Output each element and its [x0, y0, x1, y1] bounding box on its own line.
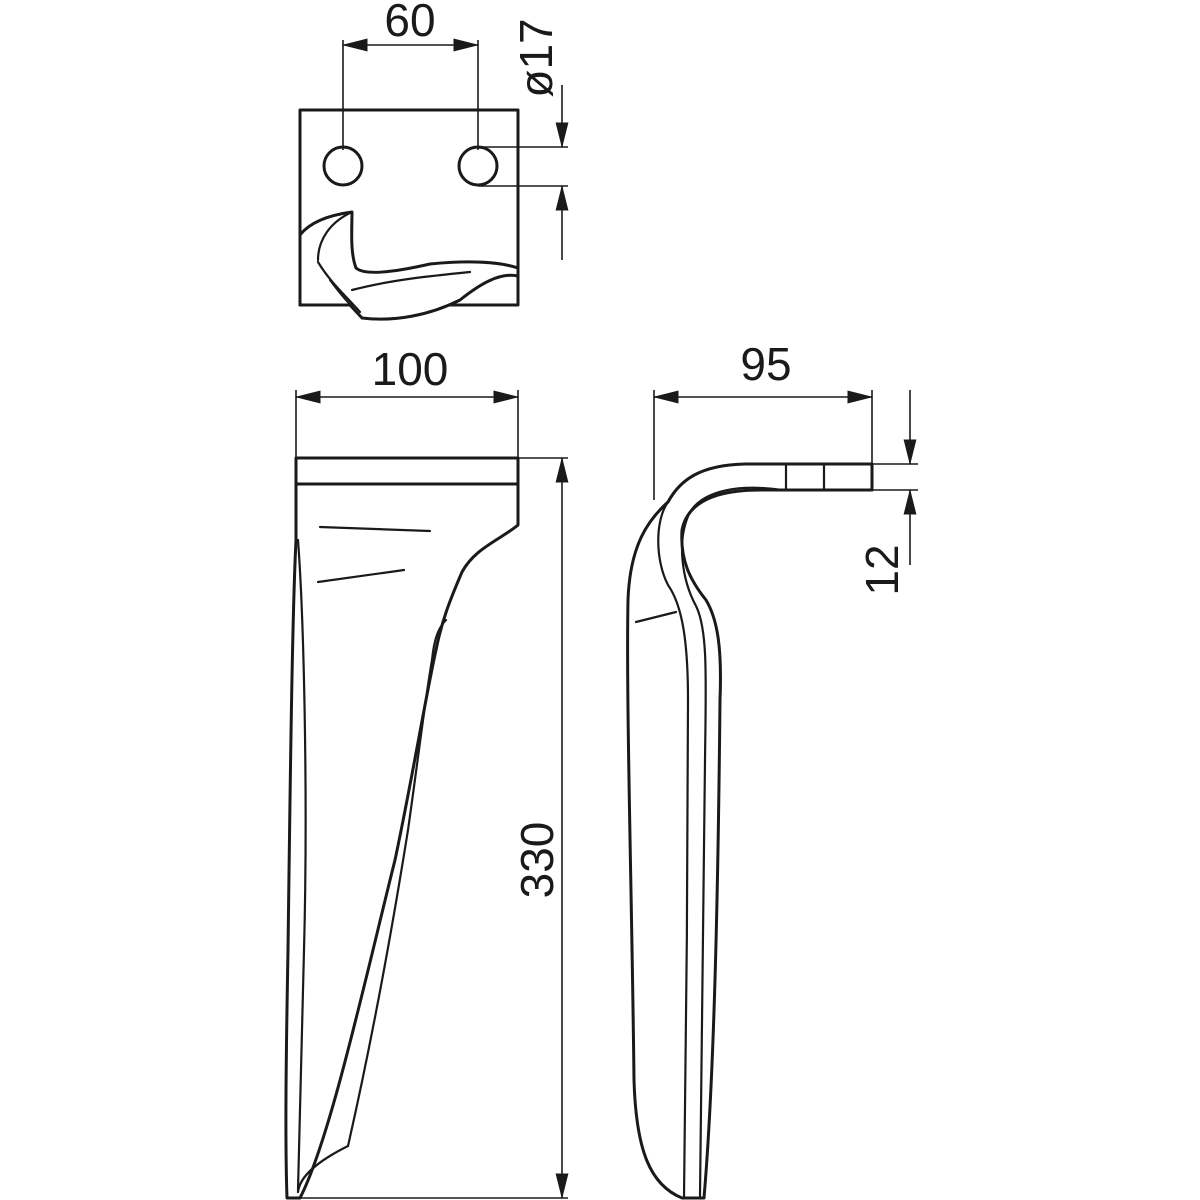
side-view: 95 12 [626, 338, 918, 1200]
length-label: 330 [511, 822, 563, 899]
blade-front-mark-1 [318, 525, 432, 533]
blade-side-outline [626, 462, 874, 1200]
twist-line-1 [316, 210, 354, 262]
top-view: 60 ø17 [298, 0, 569, 321]
front-view: 100 330 [284, 343, 569, 1200]
blade-front-outline [284, 482, 520, 1200]
twist-line-4 [328, 278, 354, 308]
offset-label: 95 [740, 338, 791, 390]
mounting-plate-twist-detail [298, 210, 520, 321]
blade-flange [294, 456, 520, 486]
hole-spacing-label: 60 [384, 0, 435, 46]
mounting-hole-right [457, 145, 499, 187]
blade-side-inner-2 [657, 500, 690, 1200]
blade-front-mark-2 [316, 568, 406, 584]
blade-front-bevel [296, 618, 448, 1194]
width-label: 100 [372, 343, 449, 395]
mounting-hole-left [322, 145, 364, 187]
thickness-label: 12 [856, 544, 908, 595]
blade-front-edge [296, 538, 307, 1192]
twist-line-2 [316, 260, 362, 314]
blade-side-inner-1 [680, 486, 784, 1198]
blade-side-mark [634, 610, 678, 624]
hole-diameter-label: ø17 [510, 18, 562, 97]
twist-line-3 [350, 270, 472, 292]
